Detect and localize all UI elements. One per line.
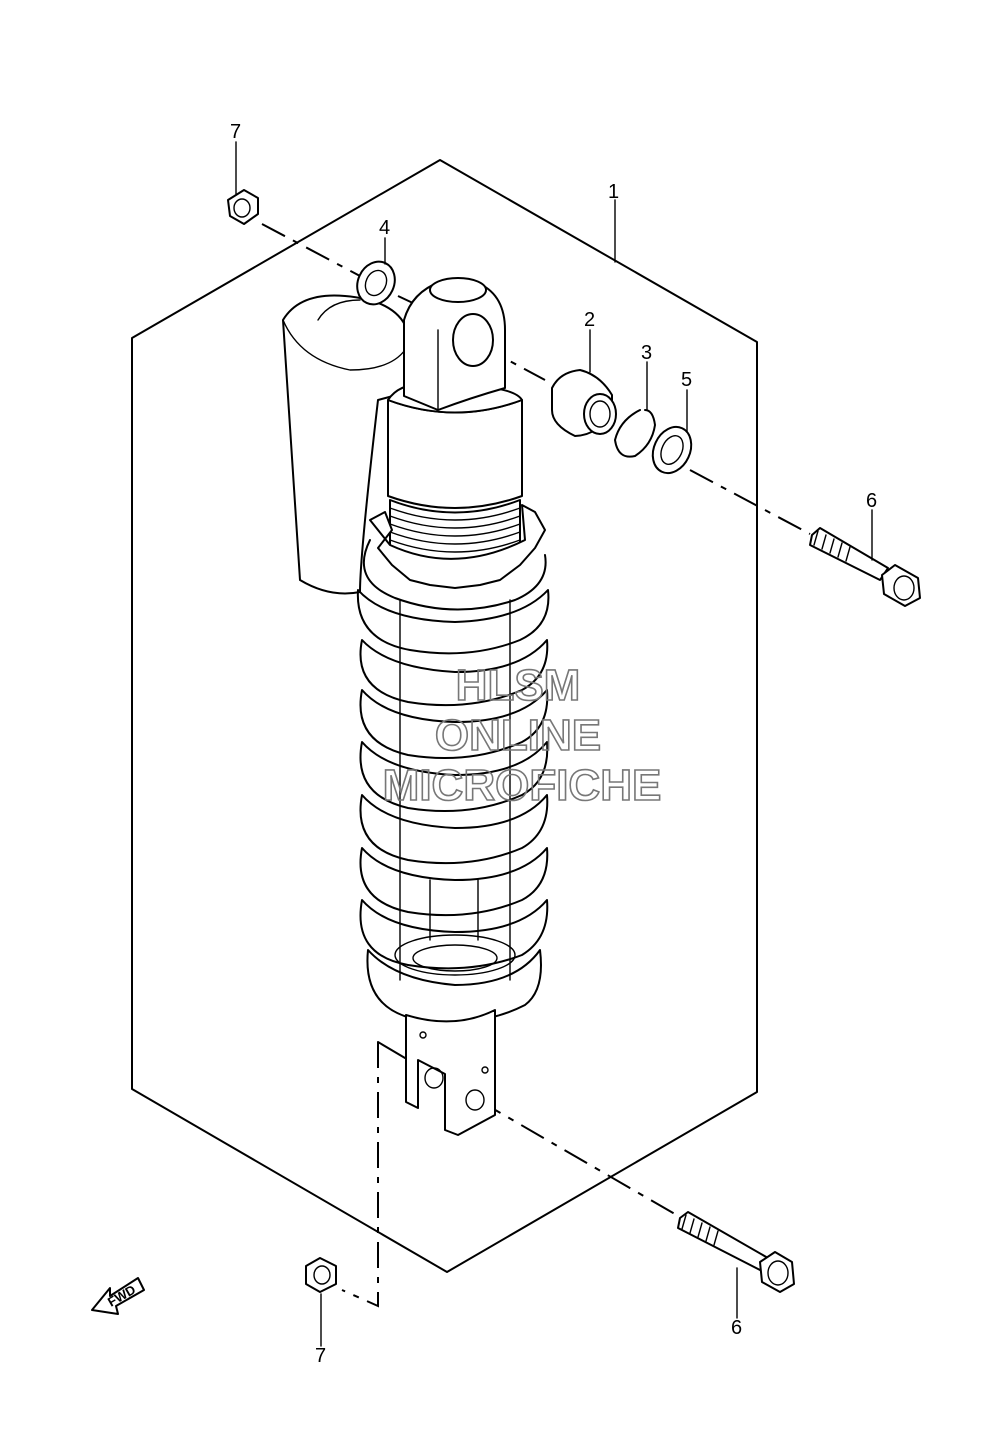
- reservoir: [282, 294, 409, 595]
- nut-top: [227, 189, 259, 225]
- watermark-line-3: MICROFICHE: [383, 761, 662, 810]
- threaded-collar: [369, 499, 546, 589]
- circlip: [614, 409, 656, 458]
- callout-6-top: 6: [866, 490, 877, 512]
- upper-washer: [356, 260, 396, 306]
- upper-axis-line: [261, 223, 361, 277]
- lower-left-axis-line: [341, 1042, 379, 1308]
- bolt-axis-line: [689, 469, 811, 535]
- callout-6-bottom: 6: [731, 1317, 742, 1339]
- watermark-line-1: HLSM: [456, 661, 581, 710]
- assembly-outline: [131, 159, 758, 1273]
- callout-4: 4: [379, 217, 390, 239]
- washer: [651, 425, 693, 475]
- callout-7-bottom: 7: [315, 1345, 326, 1367]
- shock-body: [387, 277, 523, 509]
- callout-7-top: 7: [230, 121, 241, 143]
- callout-3: 3: [641, 342, 652, 364]
- bolt-top: [809, 527, 921, 607]
- watermark-line-2: ONLINE: [435, 711, 601, 760]
- bushing: [551, 369, 617, 437]
- nut-bottom: [305, 1257, 337, 1293]
- callout-5: 5: [681, 369, 692, 391]
- spring: [356, 539, 550, 1024]
- forward-direction-arrow: FWD: [91, 1277, 145, 1315]
- lower-axis-line: [477, 1099, 681, 1218]
- callout-2: 2: [584, 309, 595, 331]
- lower-clevis: [405, 1009, 496, 1136]
- lower-left-bracket: [377, 1041, 406, 1059]
- bolt-bottom: [677, 1211, 795, 1293]
- callout-1: 1: [608, 181, 619, 203]
